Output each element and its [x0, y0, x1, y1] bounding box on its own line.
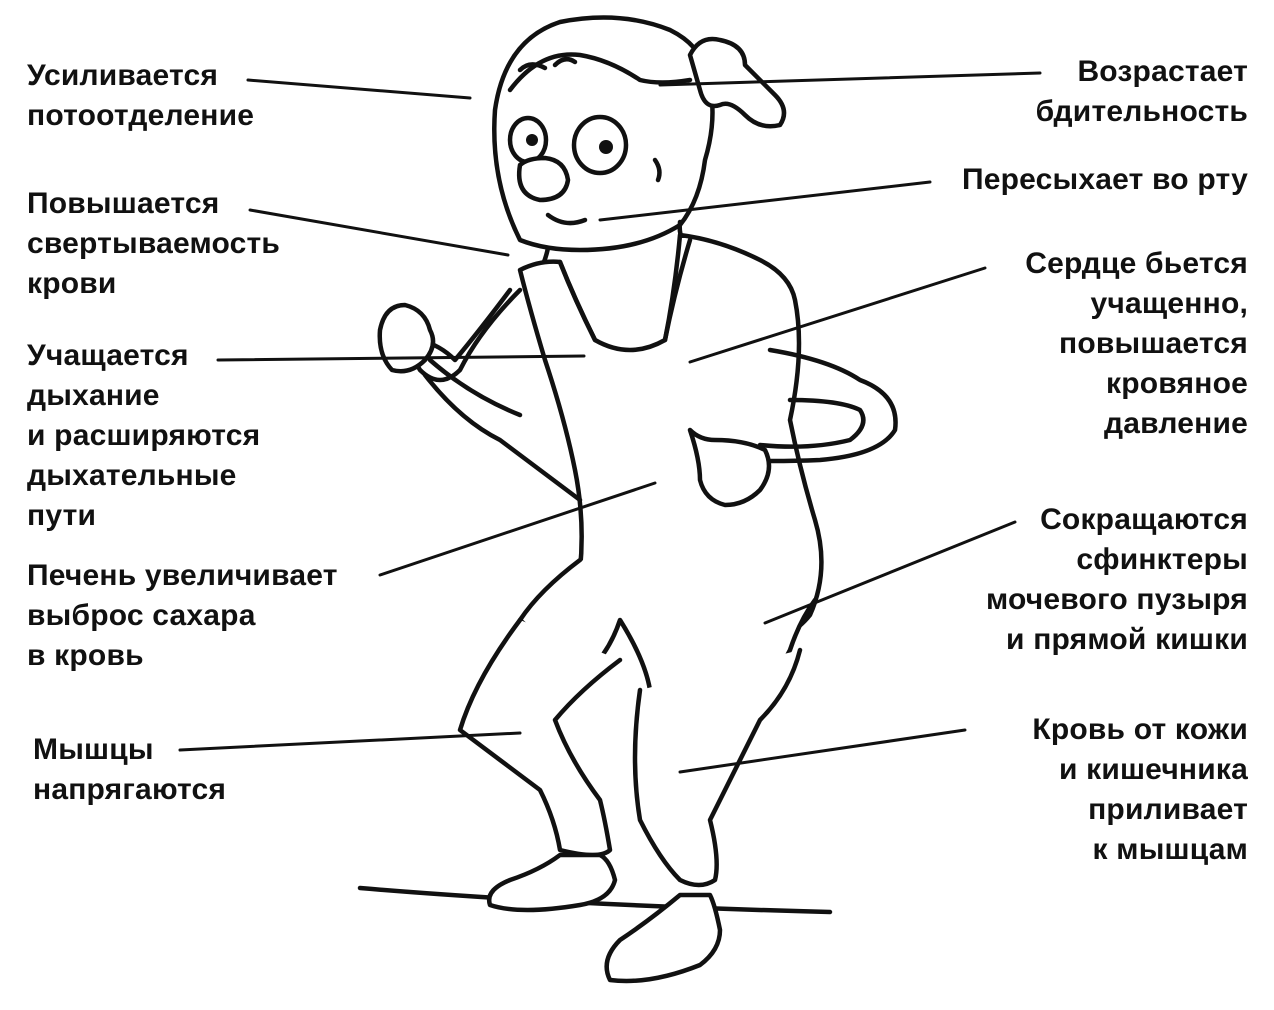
label-line: Печень увеличивает [27, 559, 338, 592]
label-line: Пересыхает во рту [961, 163, 1248, 196]
label-clotting: Повышается свертываемость крови [27, 184, 280, 304]
right-hand [687, 427, 772, 508]
label-line: Повышается [27, 187, 220, 220]
leader-dry-mouth [598, 180, 932, 222]
label-breathing: Учащается дыхание и расширяются дыхатель… [27, 336, 260, 536]
label-line: напрягаются [33, 773, 227, 806]
leader-sweat [246, 78, 472, 100]
right-arm [727, 347, 898, 464]
leader-liver [378, 481, 657, 577]
label-liver: Печень увеличивает выброс сахара в кровь [27, 556, 338, 676]
label-line: выброс сахара [27, 599, 256, 632]
label-heart: Сердце бьется учащенно, повышается кровя… [1025, 244, 1248, 444]
label-line: и кишечника [1058, 753, 1248, 786]
label-line: Усиливается [27, 59, 219, 92]
label-line: дыхательные [27, 459, 237, 492]
left-fist [377, 302, 436, 374]
label-sphincters: Сокращаются сфинктеры мочевого пузыря и … [986, 500, 1248, 660]
leader-muscles [178, 731, 522, 752]
leader-heart [688, 266, 987, 364]
label-line: и расширяются [27, 419, 261, 452]
nose [516, 155, 571, 203]
leader-alertness [658, 71, 1042, 87]
label-line: свертываемость [27, 227, 281, 260]
label-line: приливает [1088, 793, 1248, 826]
label-sweat: Усиливается потоотделение [27, 56, 254, 136]
leader-sphincters [763, 520, 1017, 625]
label-line: повышается [1059, 327, 1248, 360]
label-line: кровяное [1106, 367, 1248, 400]
label-line: Учащается [27, 339, 189, 372]
leader-blood [678, 728, 967, 774]
left-leg [457, 617, 623, 858]
label-line: и прямой кишки [1006, 623, 1248, 656]
label-line: пути [27, 499, 97, 532]
leader-clotting [248, 208, 510, 257]
label-line: Кровь от кожи [1032, 713, 1248, 746]
label-line: к мышцам [1092, 833, 1248, 866]
label-line: учащенно, [1090, 287, 1248, 320]
label-line: крови [27, 267, 117, 300]
label-line: сфинктеры [1076, 543, 1248, 576]
label-line: Мышцы [33, 733, 154, 766]
label-line: Сердце бьется [1025, 247, 1248, 280]
label-dry-mouth: Пересыхает во рту [962, 160, 1248, 200]
label-line: дыхание [27, 379, 160, 412]
right-shoe [604, 892, 723, 984]
label-line: бдительность [1035, 95, 1248, 128]
mouth [545, 212, 588, 226]
label-line: Сокращаются [1040, 503, 1248, 536]
label-line: мочевого пузыря [986, 583, 1248, 616]
label-line: в кровь [27, 639, 144, 672]
label-line: потоотделение [27, 99, 255, 132]
label-blood: Кровь от кожи и кишечника приливает к мы… [1032, 710, 1248, 870]
label-line: давление [1104, 407, 1248, 440]
label-muscles: Мышцы напрягаются [33, 730, 226, 810]
left-shoe [486, 852, 618, 913]
label-line: Возрастает [1077, 55, 1248, 88]
leader-breathing [216, 354, 586, 362]
label-alertness: Возрастает бдительность [1036, 52, 1248, 132]
